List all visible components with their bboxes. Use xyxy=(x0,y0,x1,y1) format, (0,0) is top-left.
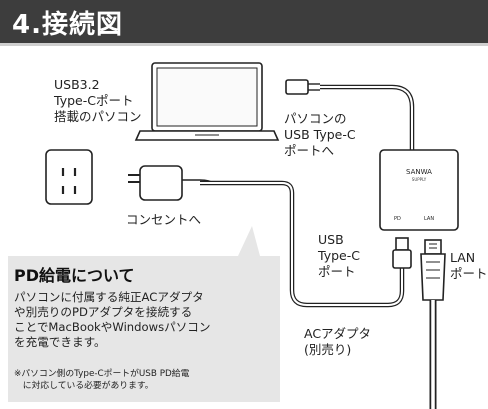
callout-bubble xyxy=(8,226,280,402)
lan-port-label: LAN ポート xyxy=(450,250,488,281)
ac-adapter-label: ACアダプタ (別売り) xyxy=(304,326,372,357)
ac-adapter-cable xyxy=(200,180,405,308)
wall-outlet-icon xyxy=(45,149,93,205)
pc-usb-c-cable xyxy=(285,79,415,150)
usb-c-plug-icon xyxy=(392,237,412,269)
lan-plug-icon xyxy=(420,239,446,301)
section-title: 4.接続図 xyxy=(12,10,123,40)
section-header: 4.接続図 xyxy=(0,0,488,43)
hub-brand-sub: SUPPLY xyxy=(412,177,427,182)
callout-body: パソコンに付属する純正ACアダプタ や別売りのPDアダプタを接続する ことでMa… xyxy=(14,290,211,349)
hub-pd-label: PD xyxy=(394,216,401,222)
hub-adapter-icon: SANWA SUPPLY PD LAN xyxy=(379,149,459,231)
laptop-icon xyxy=(134,62,280,141)
hub-brand: SANWA xyxy=(406,168,432,176)
outlet-label: コンセントへ xyxy=(126,212,202,227)
header-divider xyxy=(0,43,488,46)
callout-title: PD給電について xyxy=(14,266,135,285)
hub-lan-label: LAN xyxy=(424,216,434,222)
laptop-label: USB3.2 Type-Cポート 搭載のパソコン xyxy=(54,77,142,124)
pc-port-label: パソコンの USB Type-C ポートへ xyxy=(284,111,356,158)
callout-note: ※パソコン側のType-CポートがUSB PD給電 に対応している必要があります… xyxy=(14,369,190,391)
usb-c-port-label: USB Type-C ポート xyxy=(318,232,360,279)
